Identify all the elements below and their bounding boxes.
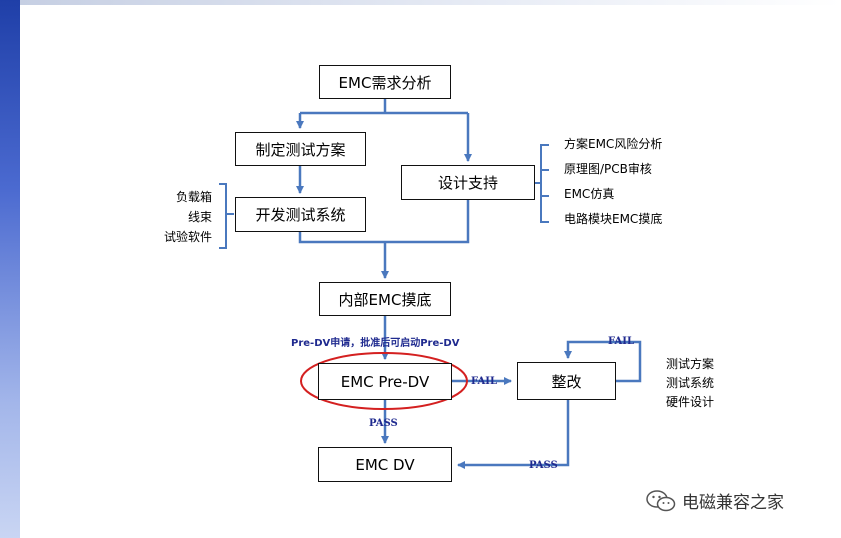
node-test-plan: 制定测试方案 <box>235 132 366 166</box>
arrow-fail-loop <box>564 340 642 383</box>
arrow-design-merge <box>385 200 470 244</box>
annotation-load-box: 负载箱 <box>175 190 212 204</box>
rectify-items: 测试方案 测试系统 硬件设计 <box>666 355 714 412</box>
slide-top-accent-bar <box>20 0 841 5</box>
left-annotation-bracket <box>219 183 234 249</box>
design-support-bracket <box>535 144 549 223</box>
label-fail-loop: FAIL <box>608 336 634 347</box>
label-pre-dv-apply: Pre-DV申请，批准后可启动Pre-DV <box>291 338 460 349</box>
pre-dv-highlight-ellipse <box>300 352 468 410</box>
wechat-icon <box>646 489 676 511</box>
annotation-test-software: 试验软件 <box>163 230 212 244</box>
arrow-dev-merge <box>298 232 385 244</box>
watermark-text: 电磁兼容之家 <box>682 493 784 513</box>
node-rectify: 整改 <box>517 362 616 400</box>
node-internal-precheck: 内部EMC摸底 <box>319 282 451 316</box>
design-item-module-precheck: 电路模块EMC摸底 <box>564 212 663 226</box>
watermark: 电磁兼容之家 <box>646 488 784 513</box>
node-emc-dv: EMC DV <box>318 447 452 482</box>
rectify-item-test-system: 测试系统 <box>666 376 715 390</box>
rectify-item-hardware-design: 硬件设计 <box>666 395 715 409</box>
label-pass-to-dv: PASS <box>369 418 398 429</box>
arrow-rectify-pass <box>457 400 570 469</box>
design-item-risk-analysis: 方案EMC风险分析 <box>564 137 663 151</box>
design-item-pcb-review: 原理图/PCB审核 <box>564 162 652 176</box>
node-dev-test-system: 开发测试系统 <box>235 197 366 232</box>
design-item-simulation: EMC仿真 <box>564 187 615 201</box>
left-annotations: 负载箱 线束 试验软件 <box>150 189 212 245</box>
annotation-harness: 线束 <box>187 210 212 224</box>
node-emc-requirements: EMC需求分析 <box>319 65 451 99</box>
label-rectify-pass: PASS <box>529 460 558 471</box>
label-fail-to-rectify: FAIL <box>471 376 497 387</box>
node-pre-dv: EMC Pre-DV <box>318 363 452 400</box>
arrow-to-test-plan <box>300 111 468 128</box>
rectify-item-test-plan: 测试方案 <box>666 357 715 371</box>
design-support-items: 方案EMC风险分析 原理图/PCB审核 EMC仿真 电路模块EMC摸底 <box>564 136 662 227</box>
node-design-support: 设计支持 <box>401 165 535 200</box>
slide-left-accent-bar <box>0 0 20 538</box>
